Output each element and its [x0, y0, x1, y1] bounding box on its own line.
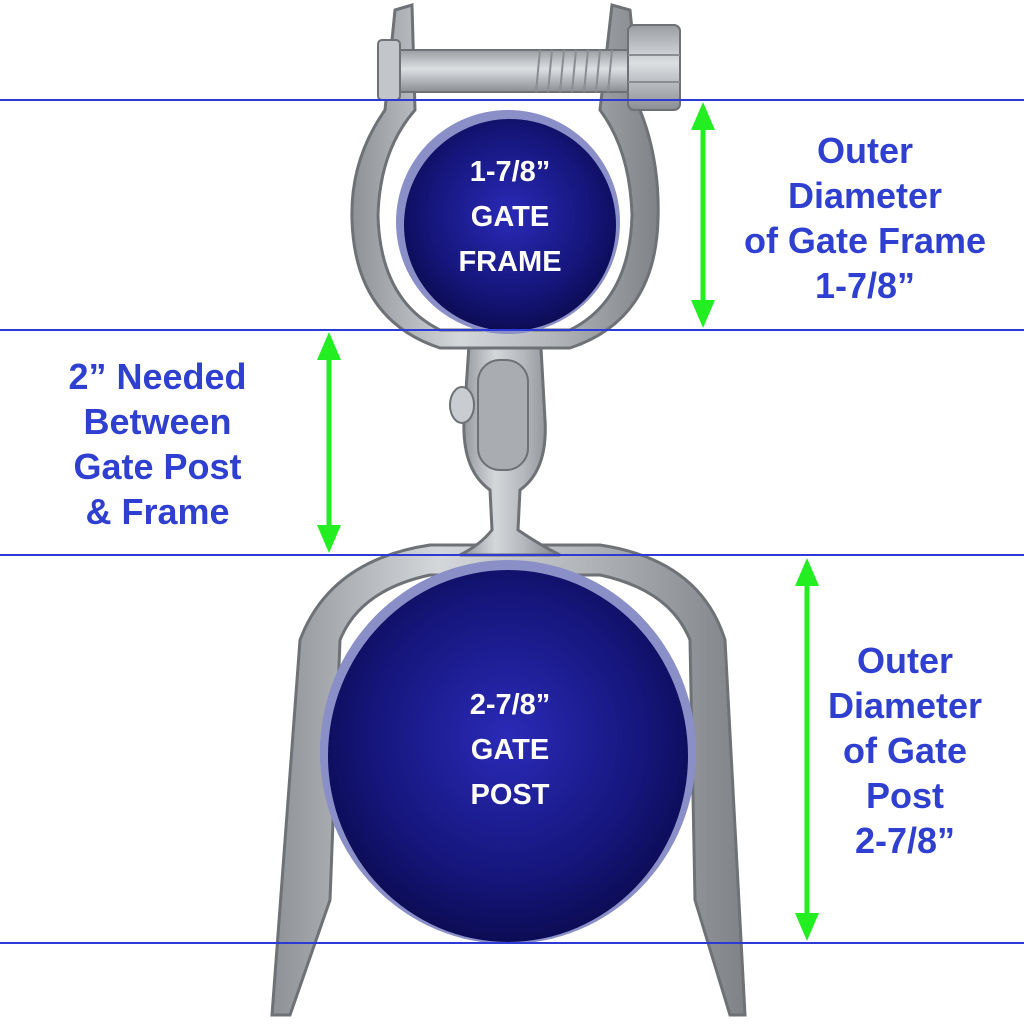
gate-post-word-post: POST [470, 779, 550, 811]
post-diameter-label: Outer Diameter of Gate Post 2-7/8” [810, 638, 1000, 863]
arrow-frame-diameter [691, 102, 715, 328]
gap-line-3: Gate Post [73, 446, 242, 487]
gate-post-word-gate: GATE [470, 734, 550, 766]
post-diameter-line-1: Outer [856, 640, 953, 681]
frame-diameter-line-4: 1-7/8” [814, 265, 916, 306]
gate-frame-word-gate: GATE [470, 201, 550, 233]
post-diameter-line-3: of Gate [842, 730, 967, 771]
gate-frame-word-frame: FRAME [458, 246, 562, 278]
swivel-connector [449, 328, 561, 557]
gate-post-pipe [320, 560, 696, 944]
post-diameter-line-2: Diameter [827, 685, 983, 726]
post-bracket [270, 543, 747, 1017]
gate-frame-pipe [396, 110, 620, 334]
gap-label: 2” Needed Between Gate Post & Frame [30, 354, 285, 534]
gap-line-2: Between [83, 401, 232, 442]
gate-post-label: 2-7/8” GATE POST [420, 683, 600, 818]
frame-diameter-line-1: Outer [816, 130, 913, 171]
frame-diameter-label: Outer Diameter of Gate Frame 1-7/8” [720, 128, 1010, 308]
frame-diameter-line-2: Diameter [787, 175, 943, 216]
arrow-gap [317, 332, 341, 553]
gap-line-1: 2” Needed [68, 356, 247, 397]
gate-frame-size: 1-7/8” [469, 156, 551, 188]
gap-line-4: & Frame [85, 491, 230, 532]
gate-post-size: 2-7/8” [469, 689, 551, 721]
gate-frame-label: 1-7/8” GATE FRAME [420, 150, 600, 285]
guide-lines [0, 99, 1024, 944]
post-diameter-line-5: 2-7/8” [854, 820, 956, 861]
arrow-post-diameter [795, 558, 819, 941]
bolt [377, 24, 681, 111]
frame-diameter-line-3: of Gate Frame [743, 220, 987, 261]
post-diameter-line-4: Post [865, 775, 944, 816]
